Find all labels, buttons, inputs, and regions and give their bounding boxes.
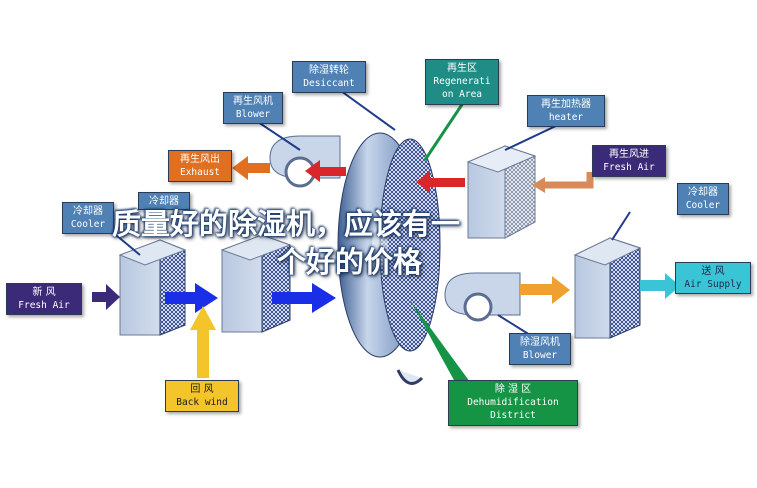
- overlay-line-2: 个好的价格: [277, 245, 423, 279]
- arrow-back-wind: [190, 306, 216, 378]
- label-dehum-district-cn: 除 湿 区: [494, 384, 532, 395]
- label-regen-exhaust-cn: 再生风出: [180, 154, 220, 165]
- callout-regen-area: [423, 102, 465, 161]
- label-fresh-air: 新 风 Fresh Air: [6, 283, 82, 315]
- label-regen-blower: 再生风机 Blower: [223, 92, 283, 124]
- label-desiccant: 除湿转轮 Desiccant: [292, 61, 366, 93]
- arrow-regen-red: [305, 160, 465, 193]
- label-regen-area: 再生区 Regenerati on Area: [425, 59, 499, 105]
- label-regen-heater-cn: 再生加热器: [541, 99, 591, 110]
- arrow-process-blue-1: [165, 283, 218, 313]
- label-dehum-blower-cn: 除湿风机: [520, 337, 560, 348]
- label-regen-fresh-cn: 再生风进: [609, 149, 649, 160]
- label-dehum-district-en1: Dehumidification: [467, 397, 559, 408]
- label-desiccant-en: Desiccant: [303, 78, 355, 89]
- regen-blower: [269, 135, 341, 188]
- label-regen-blower-en: Blower: [235, 109, 271, 120]
- label-cooler-right-cn: 冷却器: [688, 187, 718, 198]
- label-desiccant-cn: 除湿转轮: [309, 65, 349, 76]
- arrow-exhaust: [232, 156, 270, 180]
- label-regen-heater-en: heater: [548, 112, 584, 123]
- label-regen-fresh-air: 再生风进 Fresh Air: [592, 145, 666, 177]
- label-back-wind-en: Back wind: [176, 397, 228, 408]
- overlay-headline: 质量好的除湿机，应该有一 个好的价格: [112, 205, 652, 281]
- label-cooler-left-en: Cooler: [70, 219, 106, 230]
- label-cooler-right: 冷却器 Cooler: [677, 183, 729, 215]
- label-cooler-middle: 冷却器: [138, 192, 190, 210]
- label-cooler-left: 冷却器 Cooler: [62, 202, 114, 234]
- label-cooler-left-cn: 冷却器: [73, 206, 103, 217]
- label-fresh-air-cn: 新 风: [32, 287, 56, 298]
- label-regen-area-en2: on Area: [441, 89, 483, 100]
- label-regen-area-en1: Regenerati: [433, 76, 491, 87]
- arrow-supply-orange: [520, 276, 570, 304]
- overlay-line-1: 质量好的除湿机，应该有一: [112, 207, 461, 241]
- label-dehum-district: 除 湿 区 Dehumidification District: [448, 380, 578, 426]
- arrow-process-blue-2: [272, 283, 336, 313]
- label-dehum-district-en2: District: [490, 410, 536, 421]
- arrow-fresh-air-in: [92, 284, 120, 310]
- label-back-wind-cn: 回 风: [190, 384, 214, 395]
- label-regen-fresh-en: Fresh Air: [603, 162, 655, 173]
- heater-unit: [466, 145, 537, 239]
- arrow-regen-fresh-in: [532, 172, 594, 193]
- label-dehum-blower: 除湿风机 Blower: [509, 333, 571, 365]
- label-dehum-blower-en: Blower: [522, 350, 558, 361]
- desiccant-wheel: [337, 132, 441, 385]
- label-back-wind: 回 风 Back wind: [165, 380, 239, 412]
- label-air-supply: 送 风 Air Supply: [675, 262, 751, 294]
- cooler-unit-right: [573, 237, 642, 339]
- label-fresh-air-en: Fresh Air: [18, 300, 70, 311]
- cooler-unit-left: [118, 239, 187, 336]
- label-regen-exhaust-en: Exhaust: [179, 167, 221, 178]
- label-regen-exhaust: 再生风出 Exhaust: [168, 150, 232, 182]
- label-air-supply-en: Air Supply: [684, 279, 742, 290]
- label-regen-heater: 再生加热器 heater: [527, 95, 605, 127]
- arrow-air-supply: [640, 273, 680, 299]
- label-air-supply-cn: 送 风: [701, 266, 725, 277]
- label-cooler-right-en: Cooler: [685, 200, 721, 211]
- label-regen-area-cn: 再生区: [447, 63, 477, 74]
- label-regen-blower-cn: 再生风机: [233, 96, 273, 107]
- cooler-unit-middle: [220, 234, 292, 333]
- callout-dehum-district: [410, 300, 470, 382]
- label-cooler-mid-cn: 冷却器: [149, 196, 179, 207]
